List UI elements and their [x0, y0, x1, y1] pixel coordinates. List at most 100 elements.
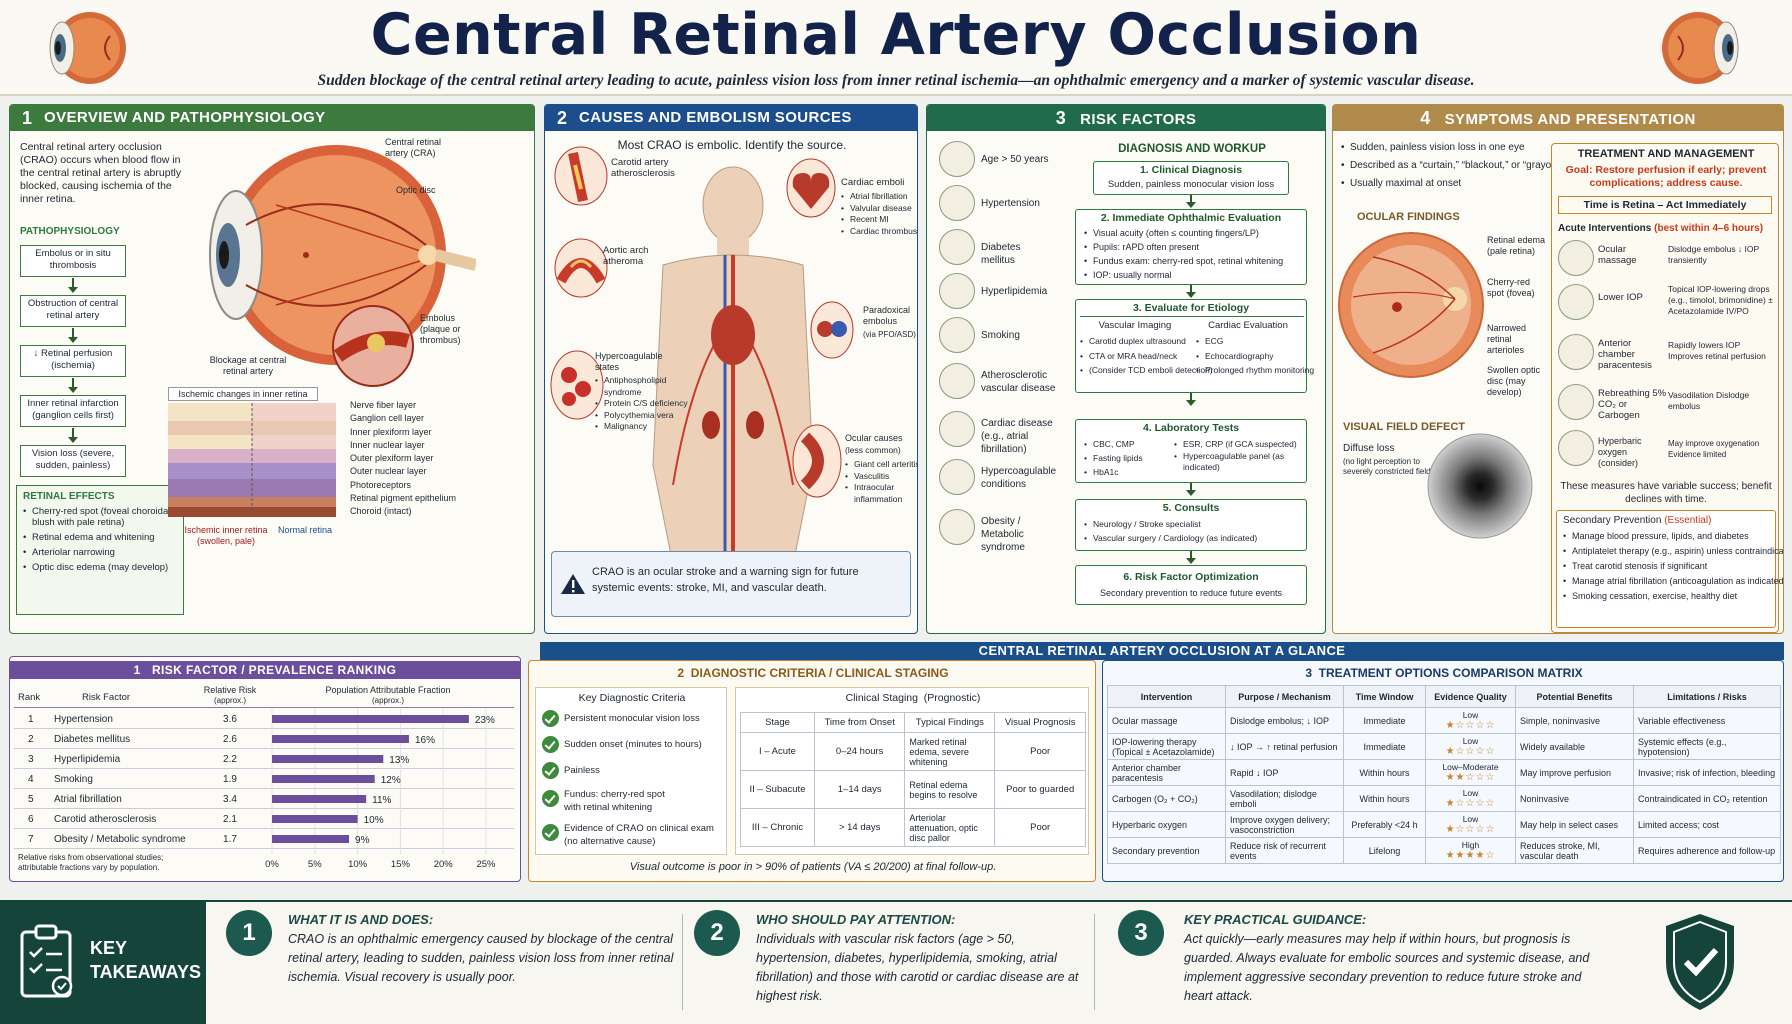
key-criteria-box: Key Diagnostic Criteria Persistent monoc… [535, 687, 727, 855]
diag-step-1: 1. Clinical Diagnosis Sudden, painless m… [1093, 161, 1289, 195]
intervention-effect: May improve oxygenation Evidence limited [1668, 439, 1760, 459]
star-rating-icon: ★★★★☆ [1445, 850, 1496, 861]
risk-header: 3 RISK FACTORS [927, 105, 1325, 131]
effect-item: Retinal edema and whitening [23, 532, 183, 543]
matrix-cell: Carbogen (O₂ + CO₂) [1107, 785, 1226, 812]
row-divider [14, 828, 514, 829]
rank-number: 1 [28, 714, 34, 725]
visual-field-sub: (no light perception to severely constri… [1343, 457, 1434, 476]
secondary-item: Manage atrial fibrillation (anticoagulat… [1563, 574, 1783, 589]
cause-ocular-title: Ocular causes [845, 433, 903, 443]
finding-edema: Retinal edema (pale retina) [1487, 235, 1546, 256]
eye-drops-icon [1558, 284, 1594, 320]
diag-step-2-title: 2. Immediate Ophthalmic Evaluation [1100, 212, 1282, 224]
criteria-footer: Visual outcome is poor in > 90% of patie… [629, 861, 997, 873]
star-rating-icon: ★☆☆☆☆ [1445, 720, 1496, 731]
heart-rhythm-icon [939, 411, 975, 447]
diag-eval-item: Pupils: rAPD often present [1084, 240, 1283, 254]
matrix-col: Time Window [1343, 685, 1426, 708]
person-icon [939, 141, 975, 177]
overview-number: 1 [22, 108, 33, 128]
takeaway-heading-2: WHO SHOULD PAY ATTENTION: [756, 912, 956, 927]
intervention-name: Rebreathing 5% CO₂ or Carbogen [1598, 388, 1667, 421]
staging-row: II – Subacute 1–14 days Retinal edema be… [740, 770, 1086, 809]
matrix-panel: 3 TREATMENT OPTIONS COMPARISON MATRIX In… [1102, 660, 1784, 882]
criteria-number: 2 [677, 666, 685, 680]
cause-paradoxical-title: Paradoxical embolus [863, 305, 911, 326]
layer-label: Photoreceptors [350, 479, 412, 490]
layers-title: Ischemic changes in inner retina [168, 387, 318, 401]
takeaway-body-3: Act quickly—early measures may help if w… [1184, 932, 1590, 1003]
paf-bar [272, 775, 375, 783]
col-rank: Rank [18, 692, 41, 703]
takeaways-title-2: TAKEAWAYS [90, 962, 202, 982]
intervention-effect: Topical IOP-lowering drops (e.g., timolo… [1668, 284, 1773, 316]
diag-step-6-text: Secondary prevention to reduce future ev… [1099, 588, 1283, 598]
staging-tag: (Prognostic) [923, 692, 981, 704]
risk-item-obesity: Obesity / Metabolic syndrome [981, 516, 1025, 553]
hyper-item: Antiphospholipid syndrome [595, 375, 705, 398]
heart-icon [786, 158, 836, 218]
diag-eval-item: Visual acuity (often ≤ counting fingers/… [1084, 226, 1283, 240]
blood-pressure-icon [939, 185, 975, 221]
x-tick-label: 5% [308, 859, 322, 869]
risk-number: 3 [1055, 108, 1067, 128]
intervention-name: Ocular massage [1598, 244, 1637, 266]
patho-arrow-3 [68, 378, 78, 393]
risk-title: RISK FACTORS [1080, 111, 1197, 128]
staging-cell: Arteriolar attenuation, optic disc pallo… [904, 808, 996, 847]
treatment-note: These measures have variable success; be… [1560, 481, 1772, 505]
ranking-panel: 1 RISK FACTOR / PREVALENCE RANKING Rank … [9, 656, 521, 882]
cigarette-icon [939, 317, 975, 353]
cardiac-eval-title: Cardiac Evaluation [1208, 320, 1288, 331]
matrix-cell: Dislodge embolus; ↓ IOP [1225, 707, 1344, 734]
patho-step-2: Obstruction of central retinal artery [20, 295, 126, 327]
matrix-cell: Anterior chamber paracentesis [1107, 759, 1226, 786]
relative-risk-value: 3.6 [223, 714, 237, 725]
patho-step-5: Vision loss (severe, sudden, painless) [20, 445, 126, 477]
blood-cells-icon [550, 350, 604, 420]
staging-col: Visual Prognosis [994, 712, 1086, 733]
clot-icon [939, 459, 975, 495]
diag-step-1-text: Sudden, painless monocular vision loss [1107, 179, 1275, 190]
label-embolus: Embolus (plaque or thrombus) [420, 313, 461, 345]
matrix-cell: Within hours [1343, 759, 1426, 786]
matrix-col: Limitations / Risks [1633, 685, 1781, 708]
warning-text: CRAO is an ocular stroke and a warning s… [592, 566, 859, 594]
rebreathing-mask-icon [1558, 384, 1594, 420]
paracentesis-icon [1558, 334, 1594, 370]
risk-factor-name: Smoking [54, 774, 93, 785]
secondary-title-row: Secondary Prevention (Essential) [1563, 514, 1711, 527]
patho-step-1: Embolus or in situ thrombosis [20, 245, 126, 277]
ranking-footnote: Relative risks from observational studie… [18, 853, 164, 872]
lab-item: Fasting lipids [1084, 451, 1143, 465]
rank-number: 2 [28, 734, 34, 745]
matrix-cell: May help in select cases [1515, 811, 1634, 838]
secondary-item: Treat carotid stenosis if significant [1563, 559, 1783, 574]
staging-title: Clinical Staging [845, 692, 918, 704]
label-central-retinal-artery: Central retinal artery (CRA) [385, 137, 442, 158]
paf-value-label: 9% [355, 835, 370, 846]
hyperbaric-chamber-icon [1558, 430, 1594, 466]
risk-factor-name: Atrial fibrillation [54, 794, 122, 805]
matrix-row: Carbogen (O₂ + CO₂)Vasodilation; dislodg… [1107, 785, 1781, 812]
risk-factor-name: Carotid atherosclerosis [54, 814, 157, 825]
causes-tagline: Most CRAO is embolic. Identify the sourc… [617, 138, 847, 152]
diag-step-1-title: 1. Clinical Diagnosis [1139, 164, 1243, 176]
staging-cell: II – Subacute [740, 770, 815, 809]
effect-item: Optic disc edema (may develop) [23, 562, 183, 573]
fundus-illustration [1338, 232, 1484, 378]
row-divider [14, 768, 514, 769]
rank-number: 3 [28, 754, 34, 765]
at-a-glance-banner: CENTRAL RETINAL ARTERY OCCLUSION AT A GL… [540, 642, 1784, 660]
risk-item-hypercoagulable: Hypercoagulable conditions [981, 466, 1057, 490]
matrix-cell: Contraindicated in CO₂ retention [1633, 785, 1781, 812]
effect-item: Cherry-red spot (foveal choroidal blush … [23, 506, 183, 528]
warning-icon [561, 574, 585, 594]
matrix-cell: Reduce risk of recurrent events [1225, 837, 1344, 864]
eye-vessel-icon [792, 424, 842, 498]
acute-title-row: Acute Interventions (best within 4–6 hou… [1558, 222, 1763, 235]
row-divider [14, 748, 514, 749]
page-header: Central Retinal Artery Occlusion Sudden … [0, 0, 1792, 96]
